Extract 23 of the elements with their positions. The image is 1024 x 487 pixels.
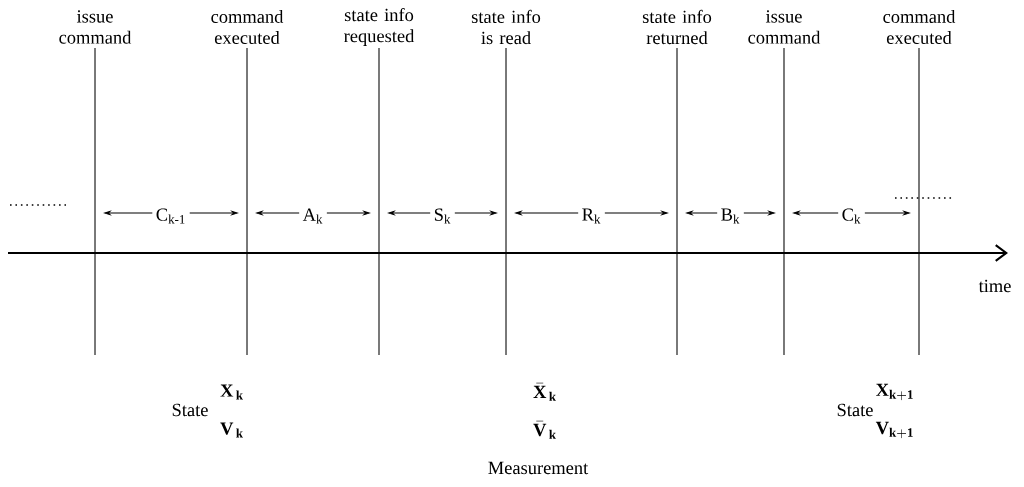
text-label: State (837, 403, 873, 417)
event-label: state info is read (471, 9, 541, 45)
interval-label: A$_{k}$ (299, 206, 327, 226)
text-label: State (172, 403, 208, 417)
state-symbol: $\mathbf{X}_{\mathbf{k+1}}$ (876, 383, 913, 401)
event-label: issue command (748, 10, 821, 44)
event-label: issue command (59, 10, 132, 44)
event-label: state info returned (642, 9, 712, 45)
state-symbol: $\mathbf{X}_{\,\mathbf{k}}$ (220, 384, 243, 400)
state-symbol: $\mathbf{V}_{\mathbf{k+1}}$ (875, 421, 913, 439)
interval-label: R$_{k}$ (578, 206, 605, 226)
event-label: command executed (211, 9, 284, 45)
state-symbol: $\mathbf{V}_{\,\mathbf{k}}$ (220, 422, 243, 438)
state-symbol: $\bar{\mathbf{X}}_{\,\mathbf{k}}$ (533, 382, 556, 401)
interval-label: S$_{k}$ (430, 206, 455, 226)
text-label: Measurement (488, 461, 589, 475)
interval-label: B$_{k}$ (717, 206, 744, 226)
interval-label: C$_{k-1}$ (152, 206, 190, 226)
text-label: time (978, 279, 1011, 293)
interval-label: C$_{k}$ (838, 206, 865, 226)
event-label: command executed (883, 9, 956, 45)
state-symbol: $\bar{\mathbf{V}}_{\,\mathbf{k}}$ (533, 420, 556, 439)
event-label: state info requested (344, 8, 415, 46)
